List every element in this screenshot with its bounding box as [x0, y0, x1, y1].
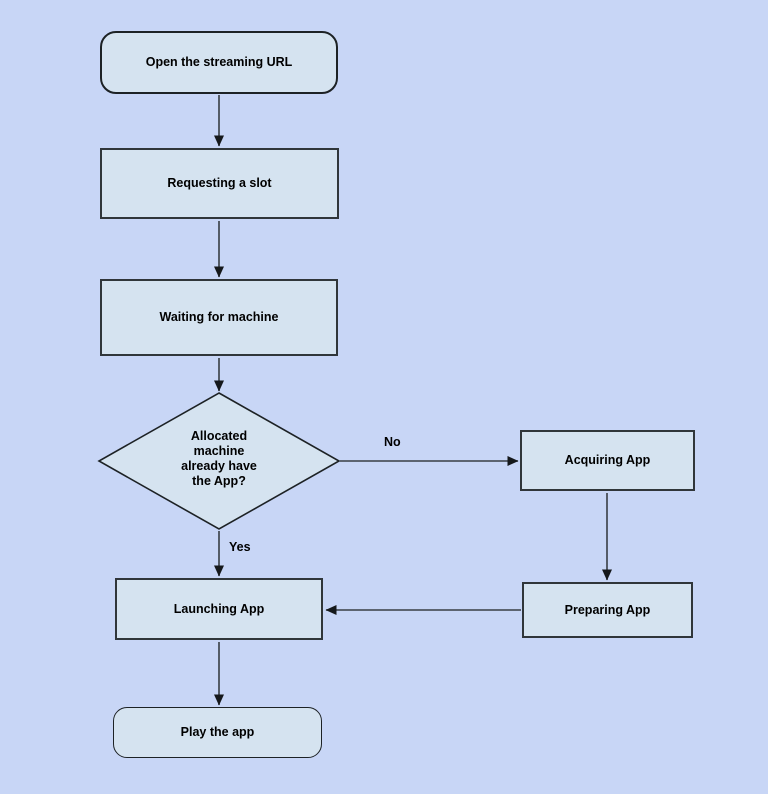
node-acquiring-app: Acquiring App [520, 430, 695, 491]
node-waiting-machine: Waiting for machine [100, 279, 338, 356]
node-decision-label: Allocated machine already have the App? [181, 429, 257, 488]
node-label: Acquiring App [564, 453, 651, 467]
edge-label-no: No [384, 435, 401, 449]
node-label: Open the streaming URL [145, 55, 293, 69]
node-label: Launching App [173, 601, 265, 616]
node-requesting-slot: Requesting a slot [100, 148, 339, 219]
node-open-streaming-url: Open the streaming URL [100, 31, 338, 94]
edge-label-yes: Yes [229, 540, 251, 554]
node-label: Waiting for machine [159, 310, 279, 324]
node-preparing-app: Preparing App [522, 582, 693, 638]
node-label: Play the app [180, 725, 255, 739]
node-label: Preparing App [564, 602, 651, 617]
node-decision-shape [97, 392, 341, 530]
node-launching-app: Launching App [115, 578, 323, 640]
node-label: Requesting a slot [167, 176, 272, 190]
node-play-app: Play the app [113, 707, 322, 758]
